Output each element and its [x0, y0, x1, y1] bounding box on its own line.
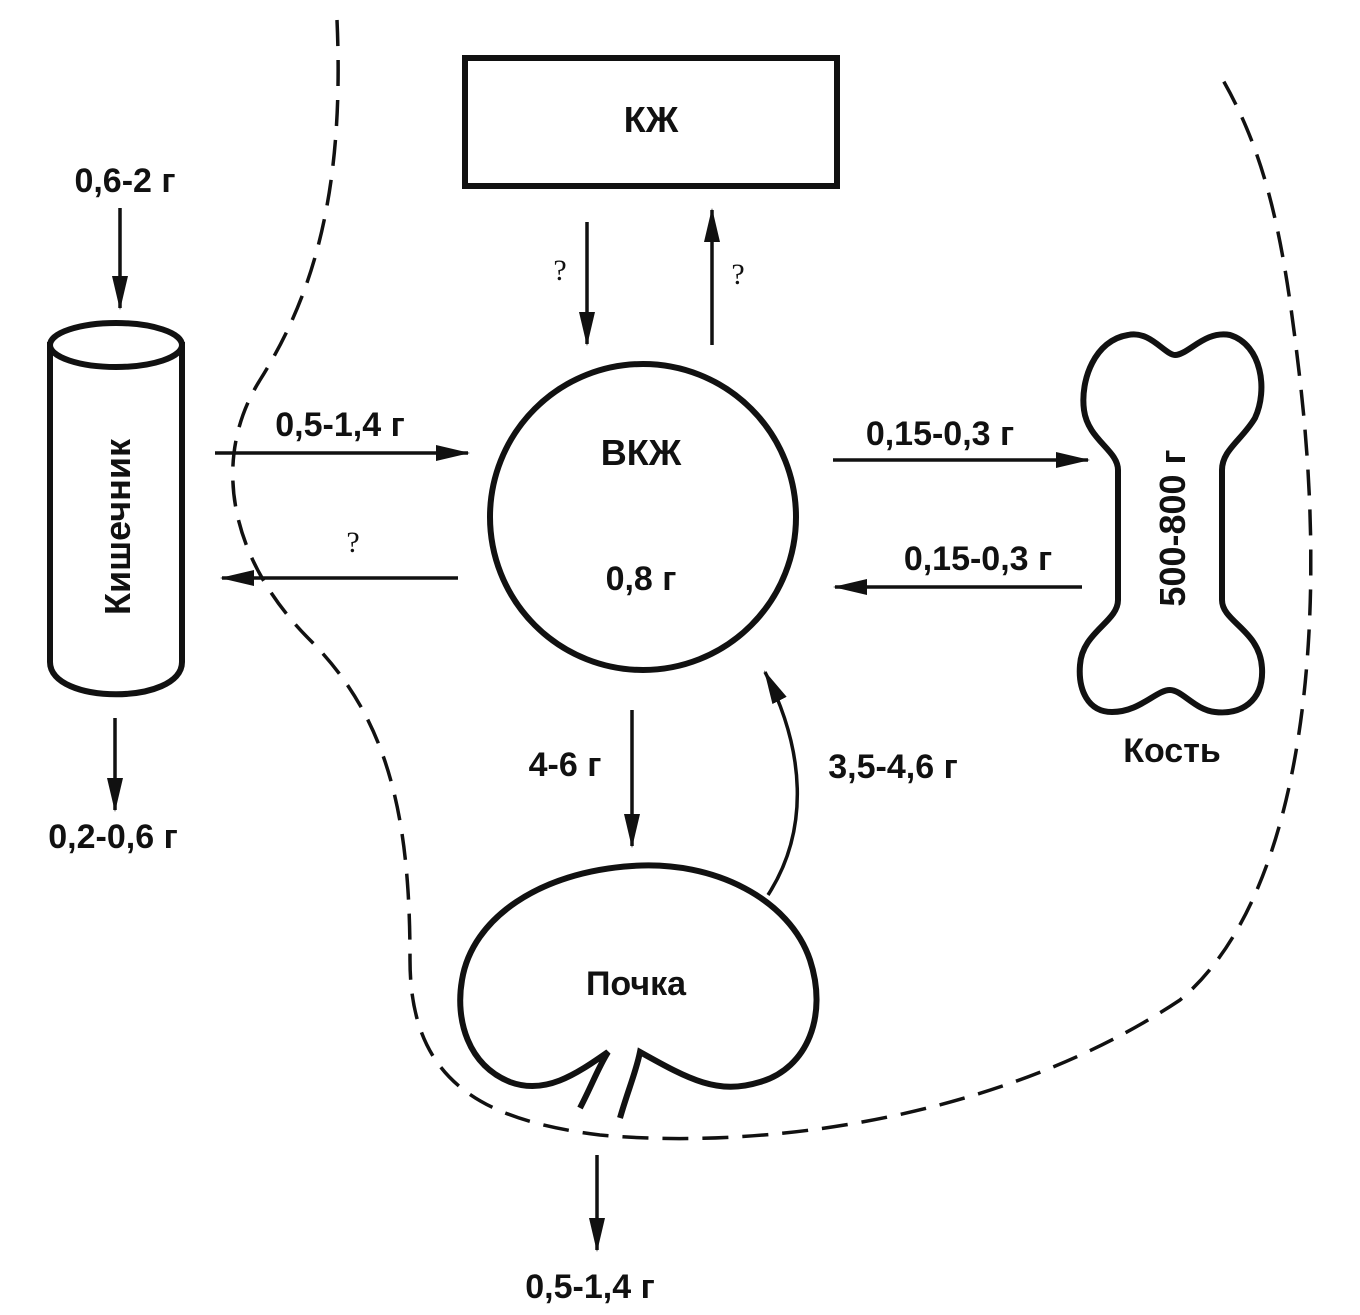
- kidney-label: Почка: [586, 965, 687, 1003]
- filtration-amount: 4-6 г: [529, 746, 602, 784]
- reabsorption-amount: 3,5-4,6 г: [828, 748, 957, 786]
- ecf-label: КЖ: [624, 99, 679, 140]
- arrow-reabsorption: [763, 670, 799, 896]
- ecf-box: [462, 55, 840, 189]
- absorption-amount: 0,5-1,4 г: [275, 406, 404, 444]
- icf-to-ecf-question: ?: [731, 258, 744, 291]
- from-bone-amount: 0,15-0,3 г: [904, 540, 1052, 578]
- icf-amount: 0,8 г: [606, 560, 677, 598]
- icf-label: ВКЖ: [601, 432, 682, 473]
- kidney-shape: [457, 862, 820, 1119]
- bone-amount: 500-800 г: [1152, 449, 1193, 606]
- secretion-question: ?: [346, 526, 359, 559]
- intake-amount: 0,6-2 г: [74, 162, 175, 200]
- icf-circle: [487, 361, 799, 673]
- bone-label: Кость: [1123, 732, 1221, 770]
- bone-shape: [1076, 331, 1266, 716]
- to-bone-amount: 0,15-0,3 г: [866, 415, 1014, 453]
- urine-amount: 0,5-1,4 г: [525, 1268, 654, 1306]
- ecf-to-icf-question: ?: [553, 254, 566, 287]
- body-boundary-dashed-line: [231, 19, 1313, 1141]
- intestine-excretion-amount: 0,2-0,6 г: [48, 818, 177, 856]
- intestine-label: Кишечник: [97, 438, 138, 615]
- intestine-cylinder: [47, 320, 185, 698]
